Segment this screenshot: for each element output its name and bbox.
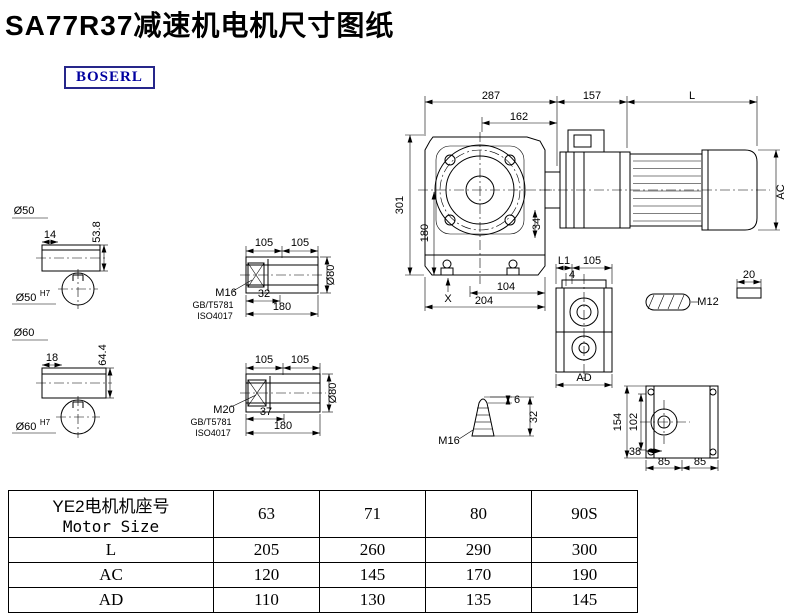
table-row-ac: AC 120 145 170 190 <box>8 562 638 588</box>
dimension-label: GB/T5781 <box>190 417 231 427</box>
dimension-label: M16 <box>438 435 459 447</box>
column-header-80: 80 <box>425 490 532 538</box>
dimension-label: H7 <box>40 289 51 298</box>
page-title: SA77R37减速机电机尺寸图纸 <box>5 10 395 41</box>
motor-size-label-cn: YE2电机机座号 <box>52 497 170 516</box>
dimension-label: H7 <box>40 418 51 427</box>
dimension-label: 34 <box>531 218 543 230</box>
table-cell: 130 <box>319 587 426 613</box>
motor-dimension-table: YE2电机机座号 Motor Size 63 71 80 90S L 205 2… <box>8 490 638 613</box>
table-cell: 290 <box>425 537 532 563</box>
column-header-71: 71 <box>319 490 426 538</box>
dimension-label: 287 <box>482 90 500 102</box>
dimension-label: 180 <box>419 224 431 242</box>
dimension-label: 157 <box>583 90 601 102</box>
dimension-label: 32 <box>528 411 540 423</box>
dimension-label: ISO4017 <box>195 428 231 438</box>
hollow-shaft-view-m20 <box>230 363 333 436</box>
column-header-90s: 90S <box>531 490 638 538</box>
technical-drawing: 287162157L301180AC34X104204Ø501453.8Ø50H… <box>12 90 787 471</box>
dimension-label: Ø60 <box>14 327 35 339</box>
dimension-label: 85 <box>658 456 670 468</box>
row-label-ac: AC <box>8 562 214 588</box>
dimension-label: M12 <box>697 296 718 308</box>
dimension-label: 180 <box>274 420 292 432</box>
motor-size-label-en: Motor Size <box>62 517 160 536</box>
plug-detail <box>458 395 534 440</box>
boserl-logo-text: BOSERL <box>76 69 143 85</box>
dimension-label: 105 <box>255 237 273 249</box>
key-detail <box>645 279 762 311</box>
table-cell: 300 <box>531 537 638 563</box>
dimension-label: 104 <box>497 281 515 293</box>
table-cell: 170 <box>425 562 532 588</box>
gearbox-side-view <box>555 264 613 388</box>
dimension-label: 37 <box>260 406 272 418</box>
table-row-ad: AD 110 130 135 145 <box>8 587 638 613</box>
table-cell: 145 <box>531 587 638 613</box>
row-label-l: L <box>8 537 214 563</box>
table-row-l: L 205 260 290 300 <box>8 537 638 563</box>
table-cell: 145 <box>319 562 426 588</box>
shaft-detail-d50 <box>12 217 108 309</box>
main-dimensions <box>405 96 780 311</box>
shaft-detail-d60 <box>12 339 114 438</box>
table-cell: 120 <box>213 562 320 588</box>
dimension-label: 64.4 <box>97 344 109 365</box>
dimension-label: Ø60 <box>16 421 37 433</box>
dimension-label: 162 <box>510 111 528 123</box>
dimension-label: L <box>689 90 695 102</box>
dimension-label: 105 <box>255 354 273 366</box>
fan-cover <box>701 149 758 231</box>
dimension-label: 85 <box>694 456 706 468</box>
hollow-shaft-view-m16 <box>232 246 331 317</box>
dimension-label: ISO4017 <box>197 311 233 321</box>
dimension-label: M16 <box>215 287 236 299</box>
dimension-label: GB/T5781 <box>192 300 233 310</box>
row-label-ad: AD <box>8 587 214 613</box>
dimension-label: Ø50 <box>14 205 35 217</box>
dimension-label: 105 <box>291 354 309 366</box>
dimension-label: 105 <box>291 237 309 249</box>
dimension-label: X <box>444 293 452 305</box>
dimension-label: L1 <box>558 255 570 267</box>
dimension-label: 102 <box>628 413 640 431</box>
dimension-label: 180 <box>273 301 291 313</box>
dimension-label: 38 <box>629 446 641 458</box>
dimension-label: 105 <box>583 255 601 267</box>
dimension-label: Ø80 <box>325 265 337 286</box>
dimension-label: 18 <box>46 352 58 364</box>
dimension-label: Ø50 <box>16 292 37 304</box>
dimension-label: 301 <box>394 196 406 214</box>
terminal-box <box>567 129 605 153</box>
table-cell: 190 <box>531 562 638 588</box>
table-cell: 110 <box>213 587 320 613</box>
dimension-label: 32 <box>258 288 270 300</box>
dimension-label: Ø80 <box>327 383 339 404</box>
table-cell: 135 <box>425 587 532 613</box>
dimension-label: 6 <box>514 394 520 406</box>
gearbox-front-view <box>418 132 552 284</box>
dimension-label: M20 <box>213 404 234 416</box>
motor-side-view <box>540 129 770 231</box>
dimension-label: 204 <box>475 295 493 307</box>
dimension-label: 154 <box>612 413 624 431</box>
table-cell: 205 <box>213 537 320 563</box>
dimension-label: AD <box>576 372 591 384</box>
table-cell: 260 <box>319 537 426 563</box>
dimension-label: 14 <box>44 229 56 241</box>
table-header-row: YE2电机机座号 Motor Size 63 71 80 90S <box>8 490 638 538</box>
boserl-logo: BOSERL <box>64 66 155 89</box>
dimension-label: 20 <box>743 269 755 281</box>
dimension-label: 53.8 <box>91 221 103 242</box>
motor-size-header-cell: YE2电机机座号 Motor Size <box>8 490 214 538</box>
motor-face-view <box>624 385 719 471</box>
dimension-label: AC <box>775 184 787 199</box>
column-header-63: 63 <box>213 490 320 538</box>
dimension-label: 4 <box>569 269 575 281</box>
